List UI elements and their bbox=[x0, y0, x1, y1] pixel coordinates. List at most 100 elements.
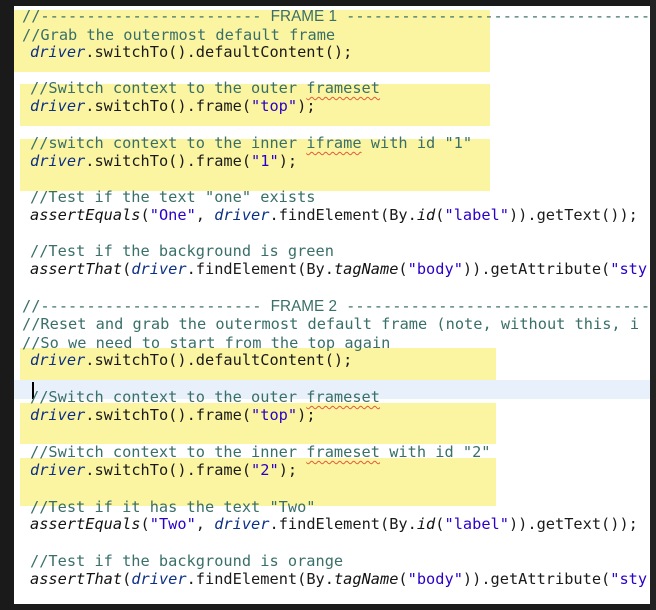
code-token: )).getAttribute( bbox=[462, 260, 611, 278]
code-token: ( bbox=[122, 570, 132, 588]
code-token: //So we need to start from the top again bbox=[22, 334, 391, 352]
highlight-block bbox=[20, 139, 490, 191]
text-cursor bbox=[32, 382, 34, 399]
code-token: .findElement(By. bbox=[269, 515, 417, 533]
code-token: .switchTo().defaultContent(); bbox=[85, 351, 353, 369]
code-token: "One" bbox=[149, 206, 196, 224]
code-line[interactable]: //Reset and grab the outermost default f… bbox=[22, 315, 639, 334]
code-token: frameset bbox=[306, 79, 380, 97]
code-token: //Test if the background is orange bbox=[30, 552, 344, 570]
code-token: ( bbox=[122, 260, 132, 278]
code-line[interactable]: assertThat(driver.findElement(By.tagName… bbox=[30, 260, 647, 279]
code-token: , bbox=[195, 515, 215, 533]
code-token: ( bbox=[140, 206, 150, 224]
code-token: ); bbox=[297, 406, 316, 424]
code-token: .switchTo().frame( bbox=[85, 152, 252, 170]
code-line[interactable]: assertThat(driver.findElement(By.tagName… bbox=[30, 570, 647, 589]
code-token: //Switch context to the outer bbox=[30, 388, 307, 406]
code-token: "Two" bbox=[149, 515, 196, 533]
code-token: , bbox=[195, 206, 215, 224]
code-token: FRAME 2 bbox=[270, 298, 337, 315]
code-token: .findElement(By. bbox=[269, 206, 417, 224]
highlight-block bbox=[20, 403, 496, 444]
code-token: "1" bbox=[251, 152, 279, 170]
code-line[interactable]: driver.switchTo().defaultContent(); bbox=[30, 43, 352, 62]
code-line[interactable]: //------------------------ FRAME 2 -----… bbox=[22, 297, 656, 316]
code-token: .switchTo().defaultContent(); bbox=[85, 43, 353, 61]
code-token: with id "1" bbox=[361, 134, 473, 152]
code-token: assertEquals bbox=[30, 515, 141, 533]
code-token: )).getText()); bbox=[508, 206, 638, 224]
code-line[interactable]: //So we need to start from the top again bbox=[22, 334, 390, 353]
code-token: )).getAttribute( bbox=[462, 570, 611, 588]
code-token: )).getText()); bbox=[508, 515, 638, 533]
code-token: tagName bbox=[333, 570, 399, 588]
code-token: "label" bbox=[444, 515, 509, 533]
window-edge bbox=[650, 0, 656, 610]
code-token: "top" bbox=[251, 406, 298, 424]
code-line[interactable]: assertEquals ( "Two", driver.findElement(B… bbox=[30, 515, 638, 534]
code-line[interactable]: //Test if it has the text "Two" bbox=[30, 498, 316, 517]
code-line[interactable]: //Test if the background is green bbox=[30, 242, 334, 261]
code-token: //Reset and grab the outermost default f… bbox=[22, 315, 640, 333]
code-token: .switchTo().frame( bbox=[85, 461, 252, 479]
code-line[interactable]: //Test if the background is orange bbox=[30, 552, 343, 571]
code-token: assertThat bbox=[30, 260, 123, 278]
code-token: //------------------------ bbox=[22, 297, 271, 315]
code-token: FRAME 1 bbox=[270, 8, 337, 25]
code-token: ); bbox=[278, 152, 298, 170]
code-token: driver bbox=[30, 461, 86, 479]
code-token: //switch context to the inner bbox=[30, 134, 307, 152]
highlight-block bbox=[20, 84, 490, 126]
code-line[interactable]: driver.switchTo().frame("1"); bbox=[30, 152, 297, 171]
code-line[interactable]: //Switch context to the inner frameset w… bbox=[30, 443, 491, 462]
code-line[interactable]: //Switch context to the outer frameset bbox=[30, 388, 380, 407]
code-token: "label" bbox=[444, 206, 509, 224]
code-token: frameset bbox=[306, 388, 380, 406]
code-token: driver bbox=[214, 206, 270, 224]
code-line[interactable]: driver.switchTo().defaultContent(); bbox=[30, 351, 352, 370]
code-token: ----------------------------------------… bbox=[346, 297, 656, 315]
code-token: driver bbox=[30, 351, 86, 369]
code-line[interactable]: driver.switchTo().frame("top"); bbox=[30, 406, 316, 425]
code-token: ----------------------------------------… bbox=[346, 7, 656, 25]
code-token: "sty bbox=[610, 570, 648, 588]
code-token: "top" bbox=[251, 97, 298, 115]
code-token: //Switch context to the outer bbox=[30, 79, 307, 97]
code-line[interactable]: driver.switchTo().frame("2"); bbox=[30, 461, 297, 480]
code-token: //------------------------ bbox=[22, 7, 271, 25]
code-token: ( bbox=[435, 206, 445, 224]
code-token: //Grab the outermost default frame bbox=[22, 26, 336, 44]
highlight-block bbox=[20, 458, 496, 506]
code-token: driver bbox=[30, 152, 86, 170]
code-line[interactable]: driver.switchTo().frame("top"); bbox=[30, 97, 316, 116]
code-token: .findElement(By. bbox=[186, 260, 334, 278]
code-token: with id "2" bbox=[379, 443, 491, 461]
code-token: assertEquals bbox=[30, 206, 141, 224]
highlight-block bbox=[14, 10, 490, 72]
code-editor[interactable]: //------------------------ FRAME 1 -----… bbox=[14, 6, 656, 604]
code-token: .switchTo().frame( bbox=[85, 406, 252, 424]
code-line[interactable]: //Grab the outermost default frame bbox=[22, 26, 335, 45]
code-token: "body" bbox=[407, 260, 463, 278]
code-line[interactable]: assertEquals("One", driver.findElement(B… bbox=[30, 206, 638, 225]
code-token: id bbox=[416, 206, 436, 224]
code-token: "body" bbox=[407, 570, 463, 588]
code-token: ); bbox=[278, 461, 298, 479]
code-line[interactable]: //Switch context to the outer frameset bbox=[30, 79, 380, 98]
code-token: ( bbox=[435, 515, 445, 533]
code-token: iframe bbox=[306, 134, 362, 152]
code-token: ); bbox=[297, 97, 316, 115]
code-line[interactable]: //Test if the text "one" exists bbox=[30, 188, 316, 207]
code-token: driver bbox=[30, 43, 86, 61]
code-token: driver bbox=[30, 406, 86, 424]
code-token: .switchTo().frame( bbox=[85, 97, 252, 115]
code-token: "2" bbox=[251, 461, 279, 479]
code-line[interactable]: //------------------------ FRAME 1 -----… bbox=[22, 7, 656, 26]
code-token: //Test if it has the text "Two" bbox=[30, 498, 316, 516]
code-token: tagName bbox=[333, 260, 399, 278]
code-token: .findElement(By. bbox=[186, 570, 334, 588]
code-token: driver bbox=[214, 515, 270, 533]
code-line[interactable]: //switch context to the inner iframe wit… bbox=[30, 134, 472, 153]
code-token: driver bbox=[131, 570, 187, 588]
